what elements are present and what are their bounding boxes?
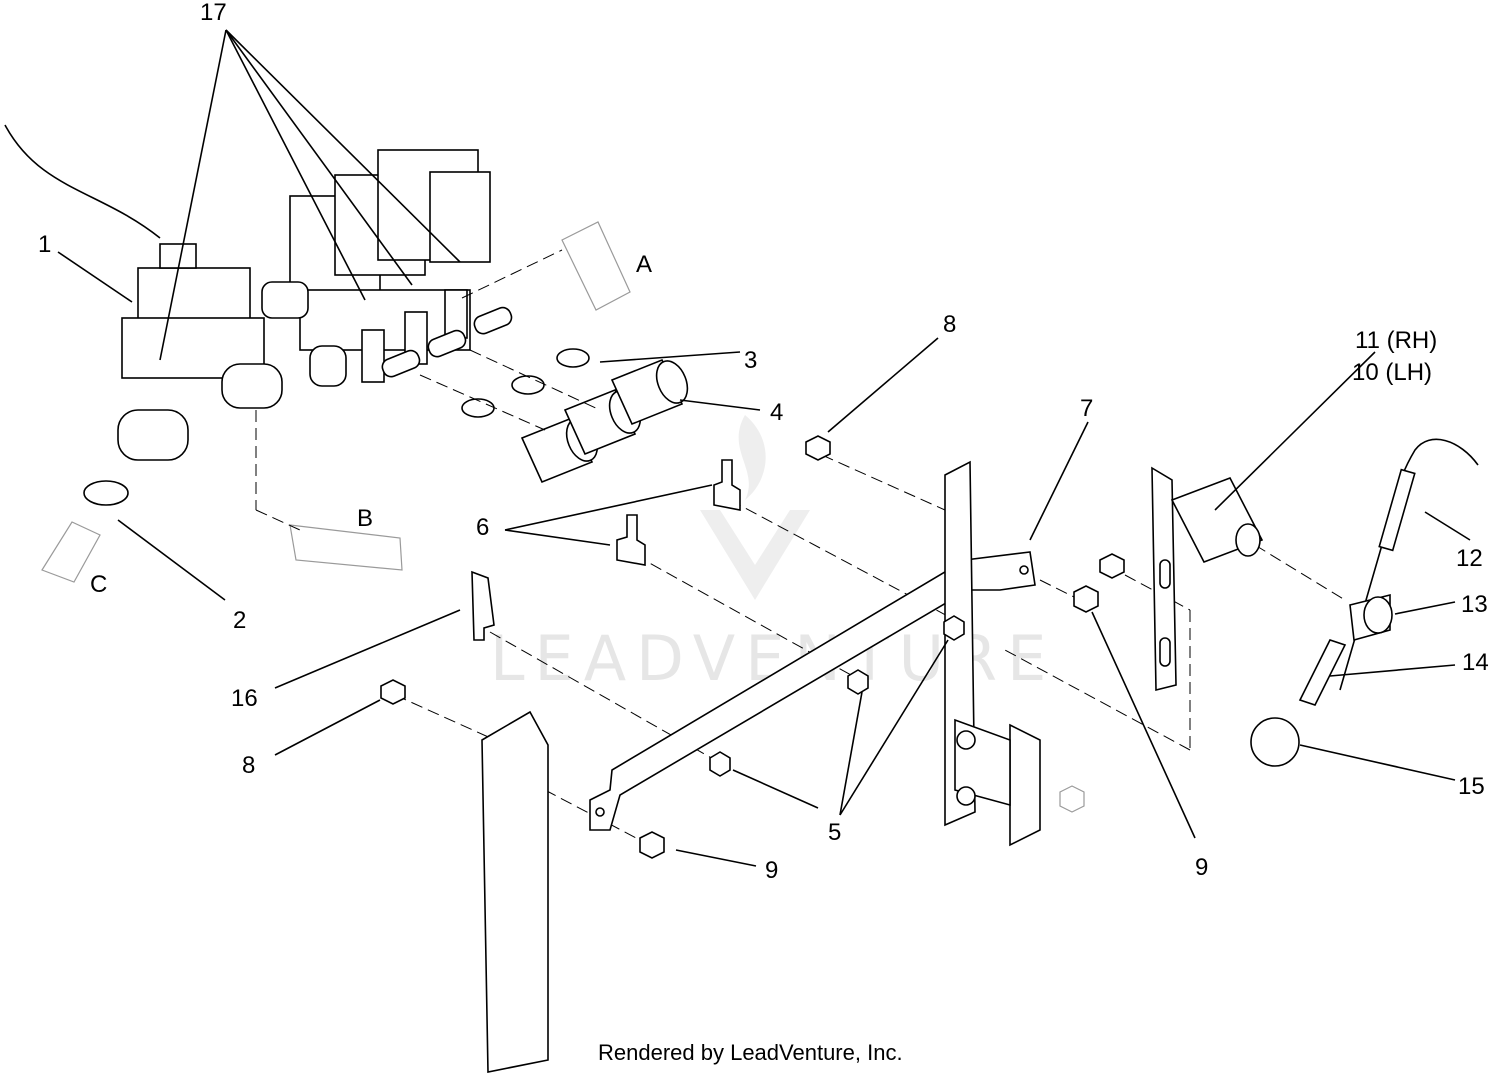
outlet-nipple-2 — [427, 329, 467, 358]
brackets-6 — [616, 459, 741, 566]
callout-13: 13 — [1461, 591, 1488, 618]
upright-plates — [481, 460, 1041, 1073]
lever-rod-assembly — [1250, 438, 1479, 767]
callout-1: 1 — [38, 231, 51, 258]
watermark-v-icon — [700, 510, 810, 600]
reference-hose-b — [289, 524, 403, 571]
valve-fitting — [261, 281, 309, 319]
bolt-5c — [709, 751, 731, 777]
reference-parts — [41, 221, 631, 583]
mounting-bar-hole — [595, 807, 605, 817]
bolt-head-1 — [956, 730, 976, 750]
spring-14 — [1298, 639, 1347, 706]
footer-credit: Rendered by LeadVenture, Inc. — [598, 1040, 903, 1065]
hose-clamp-3 — [556, 348, 590, 368]
hoses — [520, 358, 689, 484]
nut-8-upper — [805, 435, 831, 461]
valve-nut — [309, 345, 347, 387]
nut-8-lower — [380, 679, 406, 705]
valve-outlet-c — [117, 409, 189, 461]
bolt-reference — [1059, 785, 1085, 813]
callout-7: 7 — [1080, 395, 1093, 422]
knob-ball-15 — [1250, 717, 1300, 767]
hose-clamp-c — [83, 480, 129, 506]
bracket-6b — [616, 514, 646, 566]
outlet-nipples — [381, 306, 513, 378]
wire-harness — [4, 124, 161, 239]
callout-8-upper: 8 — [943, 311, 956, 338]
bolt-5a — [943, 615, 965, 641]
upright-plate-left — [481, 710, 549, 1073]
bracket-6a — [713, 459, 741, 511]
solenoid-terminal — [159, 243, 197, 269]
mounting-bar-7 — [589, 551, 1036, 831]
callout-a: A — [636, 251, 652, 278]
callout-2: 2 — [233, 607, 246, 634]
hose-clamp-1 — [461, 398, 495, 418]
mounting-bar — [589, 551, 1036, 831]
outlet-nipple-1 — [381, 349, 421, 378]
bracket-16 — [471, 570, 495, 641]
lever-tube-end — [1235, 523, 1261, 557]
leader-lines — [57, 29, 1471, 867]
hose-3-end — [655, 360, 689, 404]
lever-slot-1 — [1159, 559, 1171, 589]
callout-11: 11 (RH) — [1355, 327, 1437, 354]
callout-6: 6 — [476, 514, 489, 541]
watermark-flame-icon — [738, 415, 766, 500]
callout-10: 10 (LH) — [1352, 359, 1432, 386]
callout-12: 12 — [1456, 545, 1483, 572]
callout-labels: 17 1 A 8 3 4 7 11 (RH) 10 (LH) B 6 12 C … — [38, 0, 1489, 884]
bolt-5b — [847, 669, 869, 695]
reference-hose-a — [561, 221, 631, 311]
side-bracket — [1009, 723, 1041, 847]
bolt-9-left — [639, 831, 665, 859]
hose-clamps — [83, 348, 590, 506]
hardware — [380, 435, 1125, 859]
mounting-bar-hole-end — [1019, 565, 1029, 575]
callout-4: 4 — [770, 399, 783, 426]
callout-16: 16 — [231, 685, 258, 712]
outlet-nipple-3 — [473, 306, 513, 335]
nut-lever — [1099, 553, 1125, 579]
callout-9-left: 9 — [765, 857, 778, 884]
valve-assembly — [117, 149, 491, 461]
lever-rod-sleeve — [1378, 468, 1416, 552]
valve-lever-1 — [361, 329, 385, 383]
callout-9-right: 9 — [1195, 854, 1208, 881]
callout-17: 17 — [200, 0, 227, 26]
lever-slot-2 — [1159, 637, 1171, 667]
bolt-head-2 — [956, 786, 976, 806]
callout-15: 15 — [1458, 773, 1485, 800]
valve-outlet-b — [221, 363, 283, 409]
knob-cap-13-end — [1363, 596, 1393, 634]
solenoid-valve-17d — [429, 171, 491, 263]
callout-8-lower: 8 — [242, 752, 255, 779]
callout-14: 14 — [1462, 649, 1489, 676]
callout-5: 5 — [828, 819, 841, 846]
control-lever — [1151, 466, 1264, 692]
hose-clamp-2 — [511, 375, 545, 395]
bolt-9-right — [1073, 585, 1099, 613]
callout-c: C — [90, 571, 107, 598]
callout-3: 3 — [744, 347, 757, 374]
reference-hose-c — [41, 521, 101, 583]
callout-b: B — [357, 505, 373, 532]
